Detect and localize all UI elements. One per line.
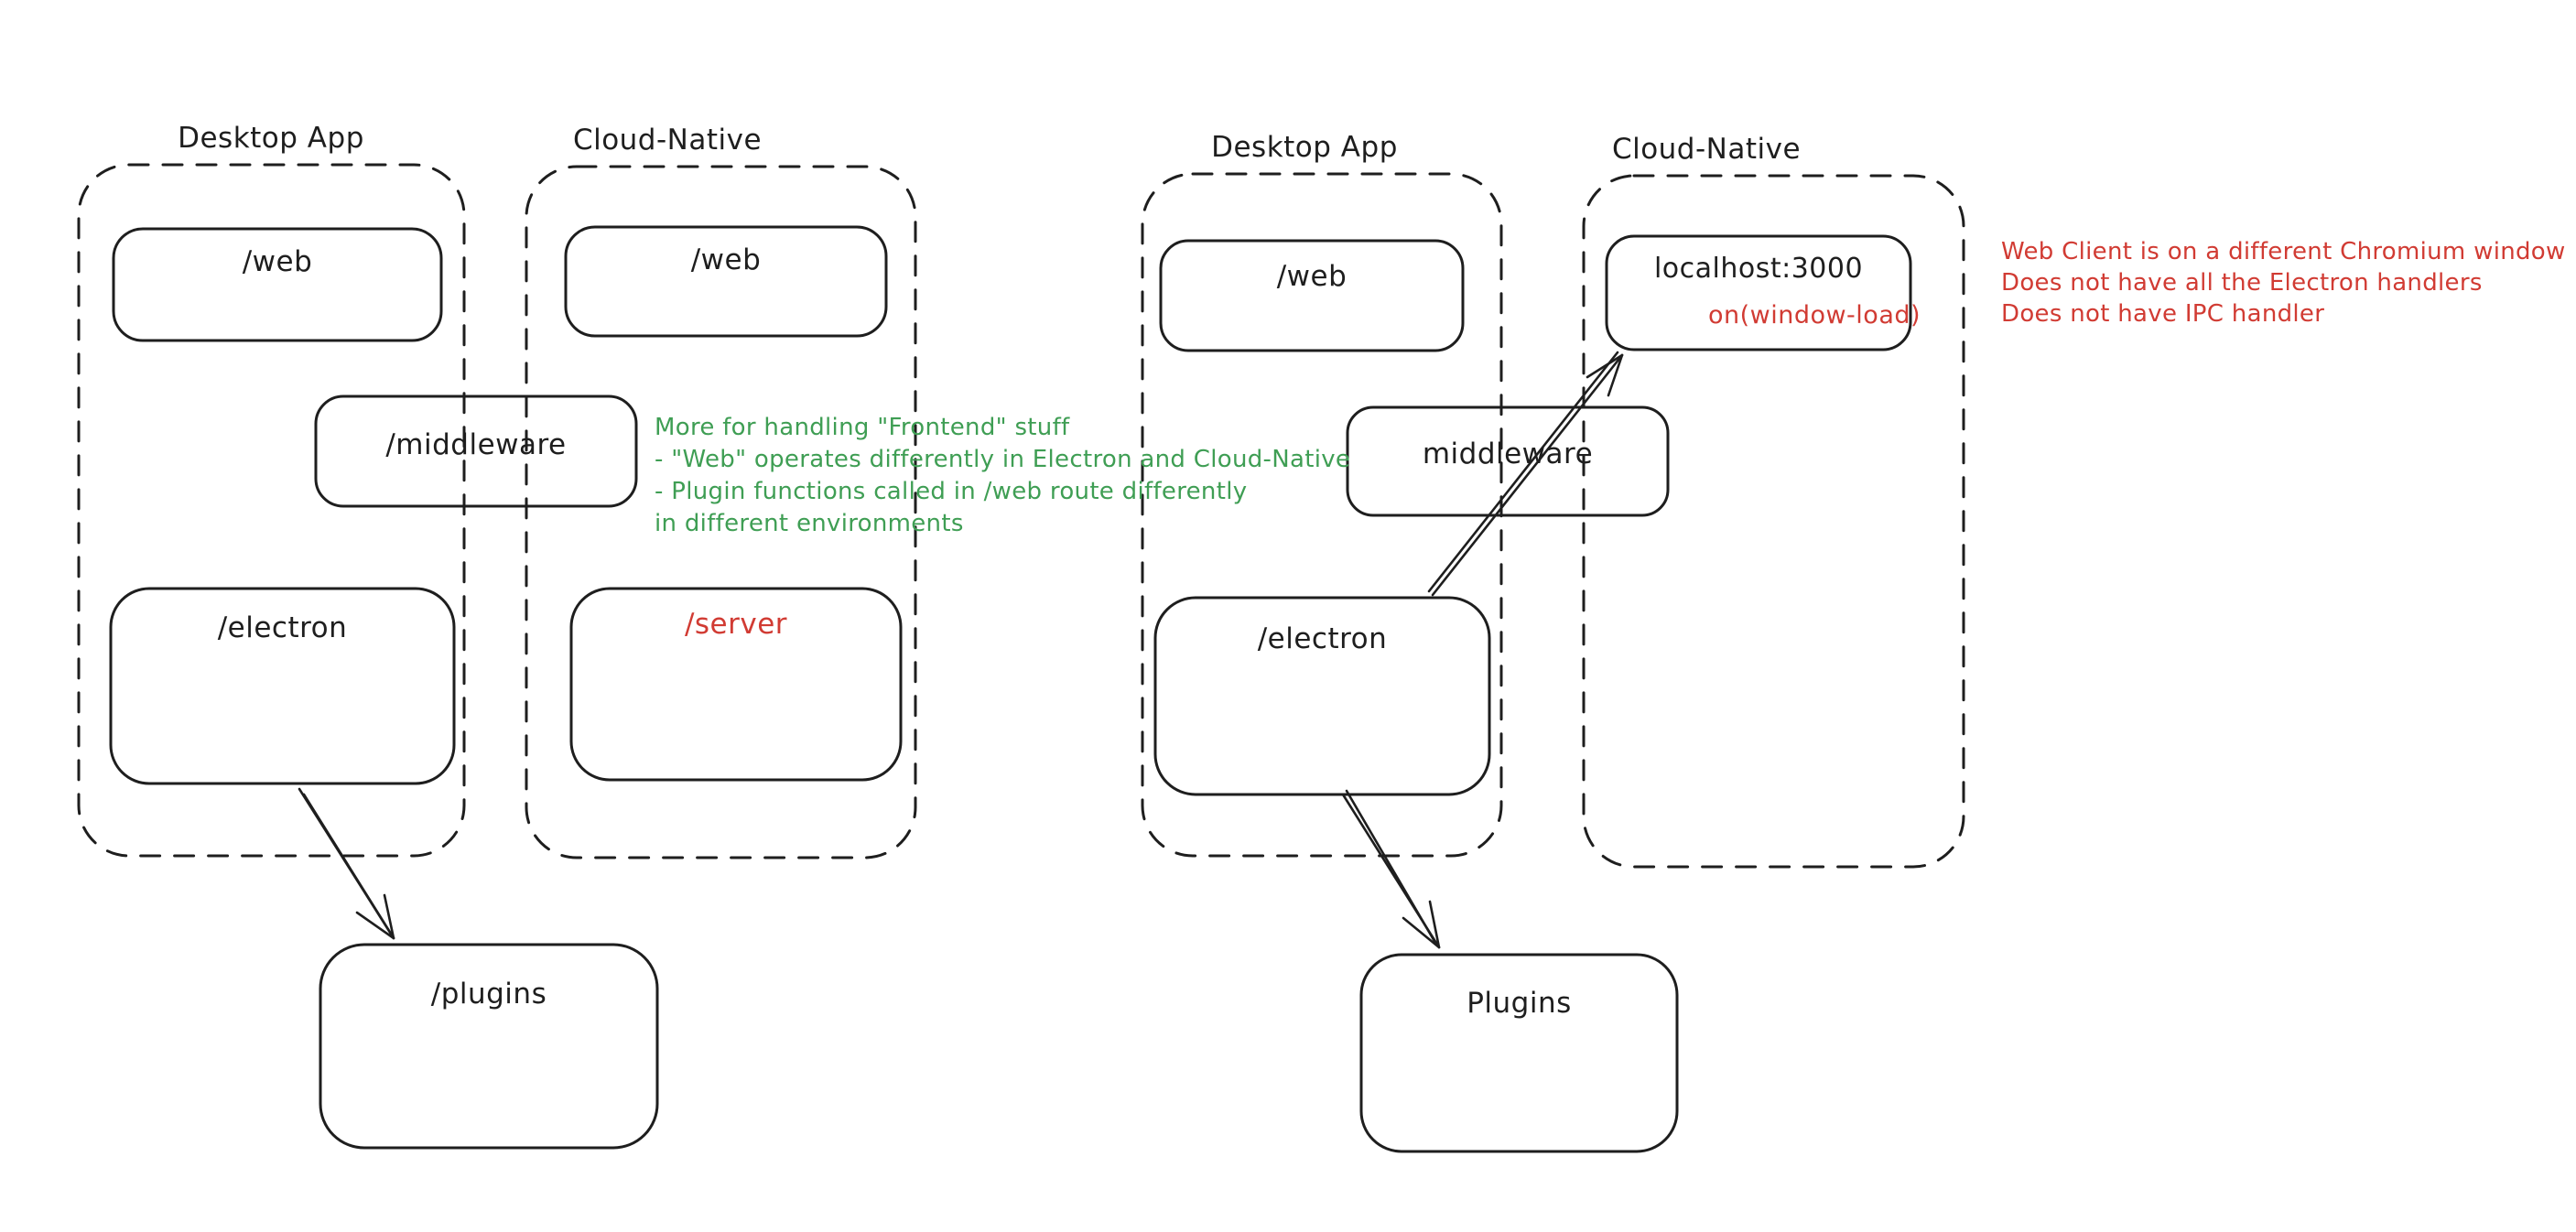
right-plugins-box	[1359, 953, 1679, 1153]
right-electron-to-localhost-arrow	[1427, 351, 1624, 597]
left-web-desktop-box	[112, 227, 443, 342]
left-plugins-box-label: /plugins	[430, 978, 547, 1010]
left-server-box-label: /server	[684, 608, 788, 641]
left-cloud-native-label: Cloud-Native	[572, 124, 763, 157]
right-cloud-native-container	[1582, 174, 1965, 869]
right-middleware-box-label: middleware	[1422, 438, 1594, 470]
annotation-line: - "Web" operates differently in Electron…	[655, 446, 1351, 473]
right-localhost-box-label: localhost:3000	[1653, 253, 1864, 285]
annotation-line: Does not have all the Electron handlers	[2001, 269, 2483, 297]
right-web-box	[1159, 239, 1465, 352]
left-web-cloud-box-label: /web	[690, 243, 762, 276]
right-cloud-native-label: Cloud-Native	[1611, 133, 1802, 166]
left-middleware-box-label: /middleware	[385, 428, 567, 461]
annotation-line: Does not have IPC handler	[2001, 300, 2325, 328]
right-electron-box-label: /electron	[1257, 622, 1388, 655]
left-electron-to-plugins-arrow	[298, 787, 395, 940]
left-plugins-box	[319, 943, 659, 1150]
right-localhost-event-label: on(window-load)	[1707, 301, 1921, 330]
right-desktop-app-label: Desktop App	[1211, 131, 1398, 164]
annotation-line: More for handling "Frontend" stuff	[655, 414, 1070, 441]
right-localhost-box	[1605, 234, 1912, 351]
left-electron-box	[109, 587, 456, 785]
left-desktop-app-label: Desktop App	[178, 122, 364, 155]
left-electron-box-label: /electron	[217, 611, 348, 644]
left-desktop-app-container	[77, 163, 466, 858]
green-annotation: More for handling "Frontend" stuff - "We…	[655, 412, 1350, 540]
right-web-box-label: /web	[1276, 260, 1348, 293]
left-cloud-native-container	[525, 165, 917, 859]
annotation-line: in different environments	[655, 510, 964, 537]
right-middleware-box	[1346, 405, 1670, 517]
left-server-box	[569, 587, 903, 782]
left-web-cloud-box	[564, 225, 888, 338]
left-web-desktop-box-label: /web	[242, 245, 313, 278]
annotation-line: - Plugin functions called in /web route …	[655, 478, 1248, 505]
red-annotation: Web Client is on a different Chromium wi…	[2001, 236, 2566, 330]
right-electron-to-plugins-arrow	[1341, 789, 1441, 949]
right-electron-box	[1153, 596, 1491, 796]
left-middleware-box	[314, 394, 638, 508]
annotation-line: Web Client is on a different Chromium wi…	[2001, 238, 2566, 265]
right-plugins-box-label: Plugins	[1467, 987, 1572, 1020]
